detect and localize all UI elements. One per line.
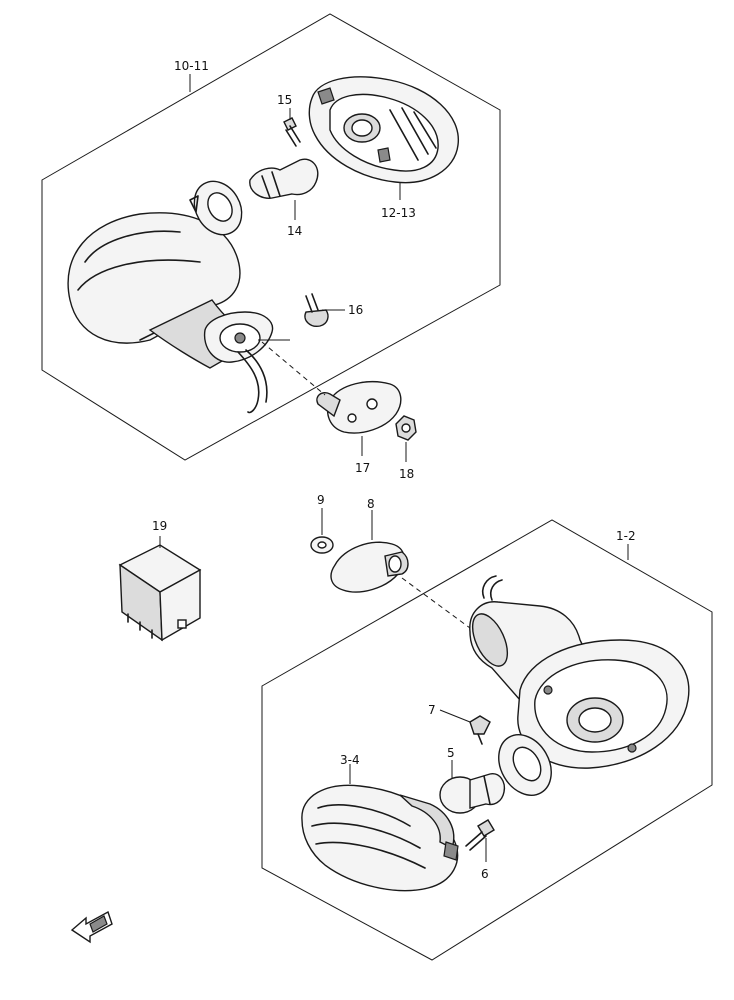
label-part-15: 15 <box>277 93 292 107</box>
screw-15 <box>283 108 301 147</box>
alignment-line-lower <box>401 577 471 629</box>
screw-6 <box>465 819 495 862</box>
nut-18 <box>395 415 417 462</box>
washer-9 <box>310 508 334 554</box>
label-assy-front: 1-2 <box>616 529 636 543</box>
label-part-14: 14 <box>287 224 302 238</box>
lens-12-13 <box>308 76 459 200</box>
label-part-6: 6 <box>481 867 489 881</box>
label-part-8: 8 <box>367 497 375 511</box>
label-part-12-13: 12-13 <box>381 206 416 220</box>
label-assy-rear: 10-11 <box>174 59 209 73</box>
relay-19 <box>118 536 202 642</box>
socket-ring-lower <box>498 734 552 796</box>
label-part-18: 18 <box>399 467 414 481</box>
label-part-16: 16 <box>348 303 363 317</box>
alignment-line-upper <box>261 341 326 396</box>
turn-signal-housing <box>67 212 290 414</box>
bulb-14 <box>249 158 319 220</box>
forward-arrow-icon <box>70 910 113 944</box>
socket-ring <box>189 180 243 236</box>
screw-16 <box>304 293 345 327</box>
bulb-5 <box>439 760 506 814</box>
lens-3-4 <box>301 764 459 892</box>
label-part-3-4: 3-4 <box>340 753 360 767</box>
screw-7 <box>439 709 491 745</box>
label-part-7: 7 <box>428 703 436 717</box>
gasket-8 <box>330 510 409 593</box>
label-part-5: 5 <box>447 746 455 760</box>
label-part-19: 19 <box>152 519 167 533</box>
label-part-9: 9 <box>317 493 325 507</box>
front-turn-signal-housing <box>469 575 690 769</box>
label-part-17: 17 <box>355 461 370 475</box>
assembly-box-10-11 <box>41 13 501 461</box>
gasket-17 <box>316 381 402 456</box>
assembly-box-1-2 <box>261 519 713 961</box>
